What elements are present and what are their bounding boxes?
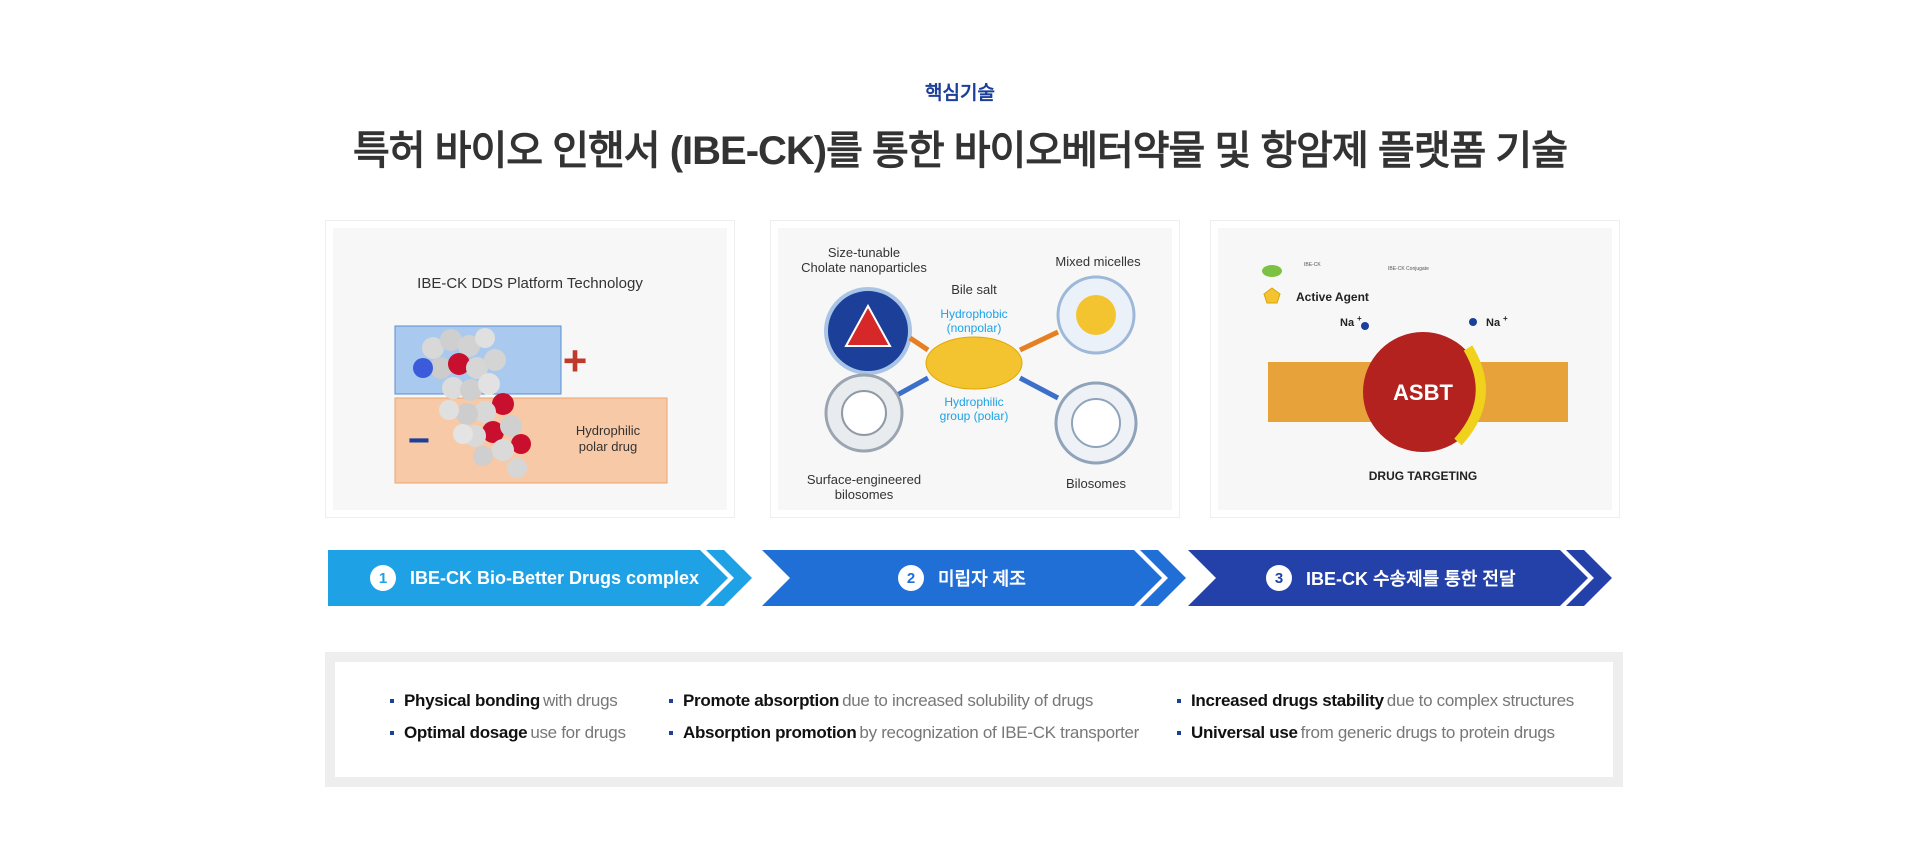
bullet-icon: [390, 699, 394, 703]
na-left-ion-icon: [1361, 322, 1369, 330]
step-1-number: 1: [370, 565, 396, 591]
step-2-arrow: [762, 550, 1162, 606]
arrow-left-up: [908, 335, 930, 353]
asbt-label: ASBT: [1393, 380, 1453, 405]
drug-label-line1: Hydrophilic: [576, 423, 641, 438]
benefit-item: Universal use from generic drugs to prot…: [1177, 717, 1574, 749]
mixed-micelle-core-icon: [1076, 295, 1116, 335]
transport-arrow-icon: [1454, 345, 1486, 446]
active-agent-icon: [1263, 287, 1281, 304]
legend-ibe-ck: IBE-CK: [1304, 262, 1321, 268]
drug-targeting-illustration: IBE-CK IBE-CK Conjugate Active Agent ASB…: [1262, 262, 1568, 483]
benefit-rest: from generic drugs to protein drugs: [1300, 723, 1555, 742]
benefit-rest: due to complex structures: [1386, 691, 1574, 710]
surface-bilosomes-label-2: bilosomes: [835, 487, 894, 502]
na-right-label: Na: [1486, 317, 1501, 329]
benefit-rest: by recognization of IBE-CK transporter: [859, 723, 1140, 742]
benefits-column-1: Physical bonding with drugs Optimal dosa…: [390, 685, 626, 749]
bullet-icon: [669, 731, 673, 735]
drug-targeting-caption: DRUG TARGETING: [1369, 469, 1477, 483]
benefits-box: Physical bonding with drugs Optimal dosa…: [325, 652, 1623, 787]
benefit-rest: use for drugs: [530, 723, 626, 742]
step-2-bar: 2 미립자 제조: [762, 550, 1192, 606]
active-agent-label: Active Agent: [1296, 290, 1369, 304]
step-1-bar: 1 IBE-CK Bio-Better Drugs complex: [328, 550, 758, 606]
nanoparticle-core-icon: [844, 303, 892, 347]
step-1-chevron: [706, 550, 752, 606]
benefits-column-2: Promote absorption due to increased solu…: [669, 685, 1139, 749]
asbt-transporter-icon: [1363, 332, 1483, 452]
dds-platform-illustration: IBE-CK DDS Platform Technology + − Hydro…: [394, 275, 668, 484]
size-tunable-label-2: Cholate nanoparticles: [801, 260, 927, 275]
bile-salt-blob: [925, 336, 1023, 390]
legend-ibe-ck-conjugate: IBE-CK Conjugate: [1388, 266, 1429, 272]
step-3-chevron: [1566, 550, 1612, 606]
panel-title: IBE-CK DDS Platform Technology: [417, 275, 643, 292]
na-right-ion-icon: [1469, 318, 1477, 326]
na-right-charge: +: [1503, 314, 1508, 323]
step-3-number: 3: [1266, 565, 1292, 591]
step-2-number: 2: [898, 565, 924, 591]
benefit-strong: Physical bonding: [404, 691, 540, 710]
size-tunable-label-1: Size-tunable: [828, 245, 900, 260]
hydrophobic-label-1: Hydrophobic: [940, 307, 1007, 321]
bullet-icon: [1177, 699, 1181, 703]
minus-sign: −: [408, 420, 430, 462]
benefit-rest: due to increased solubility of drugs: [842, 691, 1094, 710]
na-left-label: Na: [1340, 317, 1355, 329]
surface-bilosomes-label-1: Surface-engineered: [807, 472, 921, 487]
step-2-label: 미립자 제조: [938, 569, 1026, 589]
bile-salt-label: Bile salt: [951, 282, 997, 297]
step-1-arrow: [328, 550, 728, 606]
benefit-strong: Promote absorption: [683, 691, 840, 710]
step-3-label: IBE-CK 수송제를 통한 전달: [1306, 569, 1516, 589]
benefit-strong: Absorption promotion: [683, 723, 857, 742]
bullet-icon: [390, 731, 394, 735]
hydrophobic-label-2: (nonpolar): [947, 321, 1002, 335]
benefit-item: Increased drugs stability due to complex…: [1177, 685, 1574, 717]
hydrophilic-label-2: group (polar): [940, 409, 1009, 423]
panel-dds-platform: IBE-CK DDS Platform Technology + − Hydro…: [325, 220, 735, 518]
step-3-bar: 3 IBE-CK 수송제를 통한 전달: [1188, 550, 1618, 606]
molecule-icon: [413, 328, 531, 478]
mixed-micelles-label: Mixed micelles: [1055, 254, 1141, 269]
panel-drug-targeting: IBE-CK IBE-CK Conjugate Active Agent ASB…: [1210, 220, 1620, 518]
plus-sign: +: [563, 337, 588, 384]
arrow-right-up: [1018, 329, 1060, 353]
benefit-strong: Universal use: [1191, 723, 1298, 742]
benefit-strong: Increased drugs stability: [1191, 691, 1384, 710]
benefit-item: Optimal dosage use for drugs: [390, 717, 626, 749]
bullet-icon: [1177, 731, 1181, 735]
benefit-rest: with drugs: [542, 691, 618, 710]
benefit-item: Promote absorption due to increased solu…: [669, 685, 1139, 717]
bullet-icon: [669, 699, 673, 703]
benefit-item: Physical bonding with drugs: [390, 685, 626, 717]
ibe-ck-legend-icon: [1262, 265, 1282, 277]
benefit-strong: Optimal dosage: [404, 723, 528, 742]
bilosomes-label: Bilosomes: [1066, 476, 1126, 491]
drug-label-line2: polar drug: [579, 439, 638, 454]
panel-bile-salt: Size-tunable Cholate nanoparticles Bile …: [770, 220, 1180, 518]
section-title: 특허 바이오 인핸서 (IBE-CK)를 통한 바이오베터약물 및 항암제 플랫…: [352, 129, 1568, 173]
surface-bilosome-core-icon: [841, 390, 887, 436]
step-3-arrow: [1188, 550, 1588, 606]
step-1-label: IBE-CK Bio-Better Drugs complex: [410, 567, 700, 588]
bilosome-core-icon: [1071, 398, 1121, 448]
step-2-chevron: [1140, 550, 1186, 606]
arrow-right-down: [1018, 375, 1060, 401]
bile-salt-illustration: Size-tunable Cholate nanoparticles Bile …: [801, 245, 1141, 502]
na-left-charge: +: [1357, 314, 1362, 323]
benefits-column-3: Increased drugs stability due to complex…: [1177, 685, 1574, 749]
section-eyebrow: 핵심기술: [925, 83, 995, 104]
benefit-item: Absorption promotion by recognization of…: [669, 717, 1139, 749]
hydrophilic-label-1: Hydrophilic: [944, 395, 1003, 409]
